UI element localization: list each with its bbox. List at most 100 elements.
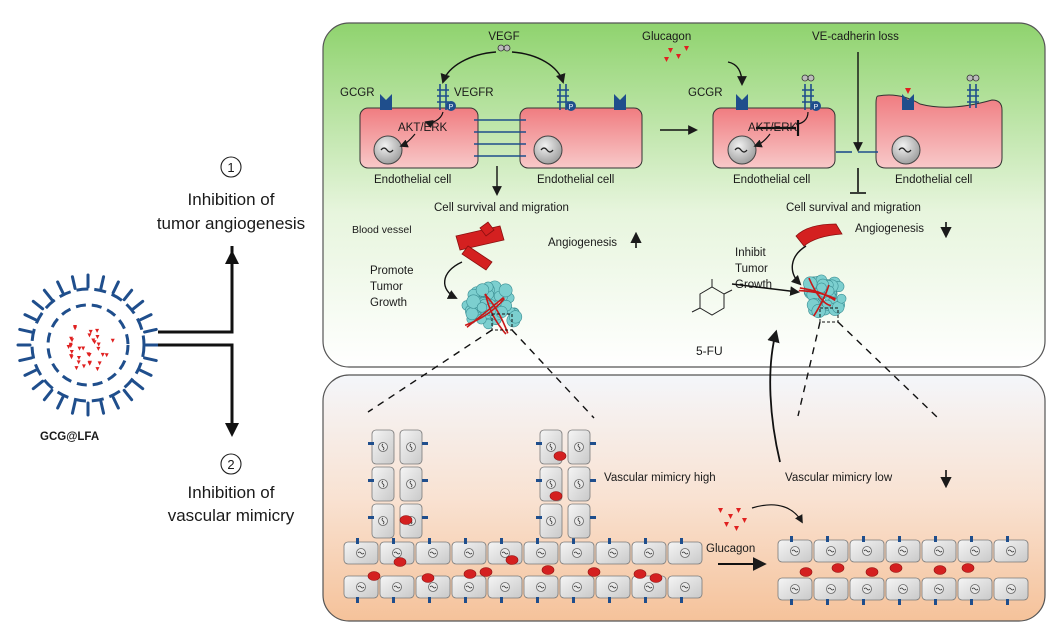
vm-cell xyxy=(371,429,395,465)
nanoparticle-spike xyxy=(122,288,134,302)
nanoparticle-spike xyxy=(99,400,106,415)
gcgr-receptor-icon xyxy=(614,94,626,110)
receptor-mark xyxy=(536,538,539,544)
nanoparticle-spike xyxy=(131,379,145,391)
vm-cell xyxy=(849,539,885,563)
red-blood-cell xyxy=(649,573,663,583)
glucagon-dot xyxy=(69,349,74,354)
vegfr-label: VEGFR xyxy=(454,87,494,99)
tumor-icon xyxy=(798,274,847,319)
tumor-cell xyxy=(836,293,847,304)
gcgr-left-label: GCGR xyxy=(340,87,375,99)
promote-arrow xyxy=(444,261,463,299)
glucagon-dot xyxy=(87,352,92,357)
nanoparticle-spike xyxy=(23,313,38,322)
red-blood-cell xyxy=(367,571,381,581)
receptor-mark xyxy=(536,479,542,482)
inhibit-arrow xyxy=(731,283,800,296)
blood-vessel-icon xyxy=(455,221,505,271)
glucagon-dot xyxy=(66,345,71,350)
receptor-mark xyxy=(464,538,467,544)
nanoparticle-spike xyxy=(138,368,153,377)
red-blood-cell xyxy=(889,563,903,573)
nanoparticle-label: GCG@LFA xyxy=(40,431,99,443)
glucagon-dot xyxy=(95,328,100,333)
receptor-mark xyxy=(356,538,359,544)
receptor-mark xyxy=(368,516,374,519)
receptor-mark xyxy=(970,536,973,542)
tumor-vessel xyxy=(464,298,506,327)
vm-cell xyxy=(371,466,395,502)
receptor-mark xyxy=(826,536,829,542)
vm-cell xyxy=(451,541,487,565)
nanoparticle-spike xyxy=(42,288,54,302)
phospho-icon xyxy=(811,101,821,111)
glucagon-icon xyxy=(718,508,747,531)
receptor-mark xyxy=(428,538,431,544)
receptor-mark xyxy=(680,597,683,603)
blood-vessel-icon xyxy=(795,223,843,247)
vm-cell xyxy=(399,429,423,465)
inhibit-line2: Tumor xyxy=(735,263,768,275)
red-blood-cell xyxy=(799,567,813,577)
endothelial-cell-4-label: Endothelial cell xyxy=(895,174,972,186)
receptor-mark xyxy=(1006,599,1009,605)
top-panel xyxy=(322,22,1046,368)
receptor-mark xyxy=(1006,536,1009,542)
receptor-mark xyxy=(392,597,395,603)
vegf-label: VEGF xyxy=(488,31,519,43)
nanoparticle-spike xyxy=(31,299,45,311)
branch-arrow-down xyxy=(225,423,239,437)
receptor-mark xyxy=(464,597,467,603)
nanoparticle-spike xyxy=(143,356,158,363)
red-blood-cell xyxy=(479,567,493,577)
nanoparticle-spike xyxy=(31,379,45,391)
angiogenesis-up-label: Angiogenesis xyxy=(548,237,617,249)
vm-cell xyxy=(667,541,703,565)
vm-cell xyxy=(415,541,451,565)
nanoparticle-spike xyxy=(56,395,65,410)
nanoparticle-spike xyxy=(70,400,77,415)
nanoparticle-spike xyxy=(111,280,120,295)
glucagon-bottom-label: Glucagon xyxy=(706,543,755,555)
vm-cell xyxy=(813,577,849,601)
glucagon-bottom-arrow xyxy=(751,504,803,524)
red-blood-cell xyxy=(633,569,647,579)
vm-cell xyxy=(371,503,395,539)
step1-number: 1 xyxy=(227,160,234,175)
glucagon-dot xyxy=(88,329,93,334)
phospho-label: P xyxy=(569,104,574,111)
vm-cell xyxy=(399,466,423,502)
vm-cell xyxy=(957,577,993,601)
nanoparticle-spike xyxy=(42,388,54,402)
receptor-mark xyxy=(536,516,542,519)
red-blood-cell xyxy=(831,563,845,573)
vm-cell xyxy=(957,539,993,563)
feedback-arrow xyxy=(767,329,781,463)
vegf-ligand-icon xyxy=(497,44,511,52)
glucagon-dot xyxy=(110,338,115,343)
red-blood-cell xyxy=(549,491,563,501)
red-blood-cell xyxy=(421,573,435,583)
nucleus-icon xyxy=(891,135,921,165)
receptor-mark xyxy=(422,442,428,445)
receptor-mark xyxy=(590,479,596,482)
vm-cell xyxy=(523,541,559,565)
nucleus-icon xyxy=(533,135,563,165)
glucagon-dot xyxy=(96,346,101,351)
nanoparticle-spike xyxy=(18,356,33,363)
receptor-mark xyxy=(644,597,647,603)
receptor-mark xyxy=(934,599,937,605)
vegfr-receptor-icon xyxy=(557,84,569,110)
receptor-mark xyxy=(790,599,793,605)
vm-cell xyxy=(631,541,667,565)
vm-cell xyxy=(567,429,591,465)
glucagon-dot xyxy=(69,338,74,343)
red-blood-cell xyxy=(553,451,567,461)
vm-cell xyxy=(567,466,591,502)
glucagon-dot xyxy=(95,367,100,372)
receptor-mark xyxy=(422,516,428,519)
nanoparticle-spike xyxy=(23,368,38,377)
vm-cell xyxy=(885,577,921,601)
nanoparticle-spike xyxy=(131,299,145,311)
